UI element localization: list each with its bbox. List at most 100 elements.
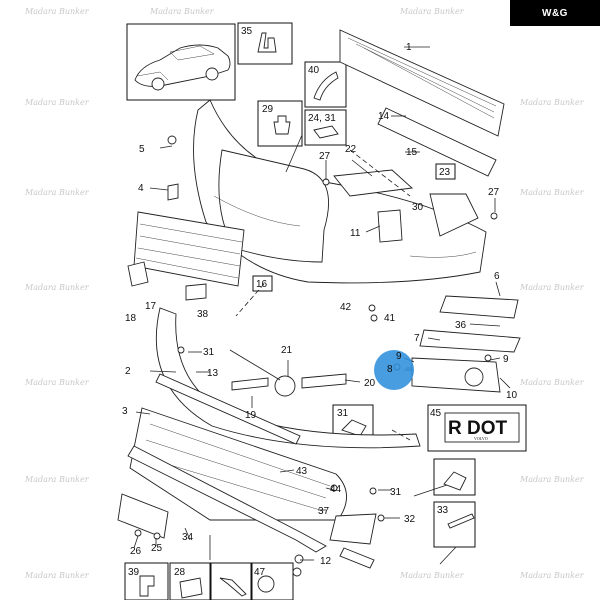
watermark: Madara Bunker — [24, 378, 90, 387]
fog-lamp-frame — [411, 357, 501, 393]
callout-18: 18 — [125, 313, 137, 324]
part-box-31-b[interactable] — [433, 458, 476, 496]
callout-28: 28 — [174, 567, 186, 578]
callout-31: 31 — [390, 487, 402, 498]
watermark: Madara Bunker — [24, 7, 90, 16]
callout-9: 9 — [396, 351, 402, 362]
small-hardware — [127, 135, 498, 577]
part-box-28[interactable] — [169, 562, 211, 600]
callout-4: 4 — [138, 183, 144, 194]
callout-47: 47 — [254, 567, 266, 578]
callout-35: 35 — [241, 26, 253, 37]
watermark: Madara Bunker — [519, 98, 585, 107]
callout-26: 26 — [130, 546, 142, 557]
callout-39: 39 — [128, 567, 140, 578]
part-box-46[interactable] — [210, 562, 252, 600]
callout-27: 27 — [488, 187, 500, 198]
callout-6: 6 — [494, 271, 500, 282]
side-bracket-right — [429, 193, 479, 237]
callout-12: 12 — [320, 556, 332, 567]
callout-14: 14 — [378, 111, 390, 122]
part-box-23[interactable] — [435, 163, 456, 180]
emblem — [231, 373, 347, 397]
callout-21: 21 — [281, 345, 293, 356]
callout-34: 34 — [182, 532, 194, 543]
license-plate-holder — [117, 493, 169, 539]
leader-lines — [133, 46, 511, 565]
watermark: Madara Bunker — [24, 571, 90, 580]
part-box-35[interactable] — [237, 22, 293, 65]
callout-32: 32 — [404, 514, 416, 525]
callout-36: 36 — [455, 320, 467, 331]
callout-7: 7 — [414, 333, 420, 344]
callout-3: 3 — [122, 406, 128, 417]
callout-29: 29 — [262, 104, 274, 115]
fog-lamp-trim — [419, 329, 521, 353]
top-beam — [339, 29, 505, 137]
part-box-33[interactable] — [433, 501, 476, 548]
callout-38: 38 — [197, 309, 209, 320]
callout-43: 43 — [296, 466, 308, 477]
callout-13: 13 — [207, 368, 219, 379]
plate-subtext: VOLVO — [474, 436, 488, 441]
watermark: Madara Bunker — [519, 571, 585, 580]
callout-23: 23 — [439, 167, 451, 178]
callout-22: 22 — [345, 144, 357, 155]
side-grille-upper — [439, 295, 519, 319]
callout-40: 40 — [308, 65, 320, 76]
brand-badge: W&G — [510, 0, 600, 26]
callout-33: 33 — [437, 505, 449, 516]
part-box-47[interactable] — [251, 562, 294, 600]
callout-labels: 1 2 3 4 5 6 7 8 9 9 10 11 12 13 14 15 16… — [122, 26, 518, 578]
side-bracket-small — [329, 513, 377, 569]
watermark: Madara Bunker — [24, 475, 90, 484]
main-grille — [133, 211, 245, 287]
part-box-16[interactable] — [252, 275, 273, 292]
callout-11: 11 — [350, 228, 361, 239]
part-box-45[interactable] — [427, 404, 527, 452]
watermark: Madara Bunker — [24, 188, 90, 197]
upper-grille-strip — [377, 107, 497, 177]
callout-10: 10 — [506, 390, 518, 401]
callout-8: 8 — [387, 364, 393, 375]
under-shield — [129, 407, 347, 521]
callout-30: 30 — [412, 202, 424, 213]
plate-text: R DOT — [448, 418, 508, 439]
lower-bumper-strip — [155, 373, 301, 445]
part-box-39[interactable] — [124, 562, 169, 600]
watermark: Madara Bunker — [399, 7, 465, 16]
watermark: Madara Bunker — [149, 7, 215, 16]
part-box-24-31[interactable] — [304, 109, 347, 146]
callout-44: 44 — [330, 484, 342, 495]
callout-15: 15 — [406, 147, 418, 158]
callout-19: 19 — [245, 410, 257, 421]
callout-17: 17 — [145, 301, 157, 312]
callout-5: 5 — [139, 144, 145, 155]
callout-9: 9 — [503, 354, 509, 365]
callout-24-31: 24, 31 — [308, 113, 336, 124]
watermark: Madara Bunker — [24, 98, 90, 107]
side-bracket-left — [333, 169, 414, 197]
callout-37: 37 — [318, 506, 330, 517]
watermarks: Madara Bunker Madara Bunker Madara Bunke… — [24, 7, 585, 580]
watermark: Madara Bunker — [519, 378, 585, 387]
callout-16: 16 — [256, 279, 268, 290]
callout-41: 41 — [384, 313, 396, 324]
callout-27: 27 — [319, 151, 331, 162]
lower-valance — [127, 445, 327, 553]
watermark: Madara Bunker — [519, 475, 585, 484]
callout-2: 2 — [125, 366, 131, 377]
watermark: Madara Bunker — [519, 188, 585, 197]
headlamp-washer-bracket — [377, 209, 403, 243]
callout-25: 25 — [151, 543, 163, 554]
watermark: Madara Bunker — [24, 283, 90, 292]
callout-20: 20 — [364, 378, 376, 389]
watermark: Madara Bunker — [519, 283, 585, 292]
part-box-40[interactable] — [304, 61, 347, 108]
callout-1: 1 — [406, 42, 412, 53]
callout-31: 31 — [337, 408, 349, 419]
car-thumbnail — [126, 23, 236, 101]
part-box-29[interactable] — [257, 100, 303, 147]
brand-label: W&G — [542, 7, 568, 19]
